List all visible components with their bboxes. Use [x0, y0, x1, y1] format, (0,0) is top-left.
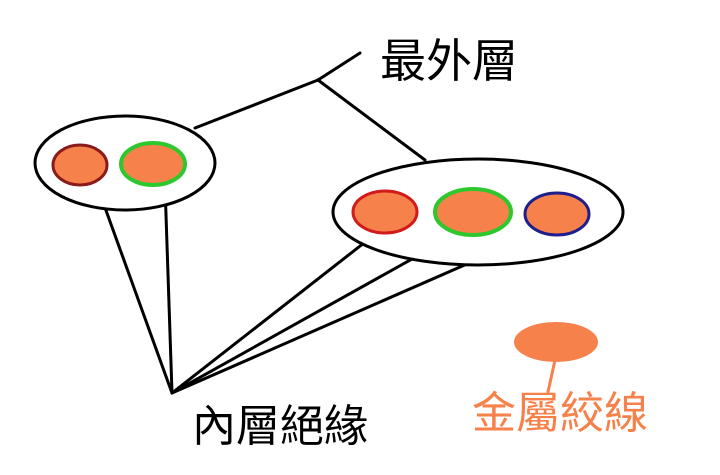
metal-pointer-line: [546, 358, 557, 394]
core-red: [351, 189, 419, 235]
core-green-left: [119, 141, 187, 187]
core-blue: [523, 191, 591, 237]
inner-pointer-line: [93, 178, 174, 395]
metal-strand-sample: [514, 322, 598, 362]
inner-pointer-line: [170, 233, 457, 395]
metal-strand-label: 金屬絞線: [472, 388, 648, 439]
inner-insulation-label: 內層絕緣: [192, 401, 368, 452]
outer-pointer-line: [193, 78, 320, 130]
core-darkred: [51, 143, 109, 187]
core-green-right: [433, 187, 513, 237]
inner-pointer-line: [163, 183, 174, 395]
inner-pointer-line: [170, 230, 380, 395]
outer-pointer-line: [316, 78, 427, 162]
outer-layer-label: 最外層: [380, 34, 518, 88]
outer-pointer-line: [316, 51, 362, 82]
